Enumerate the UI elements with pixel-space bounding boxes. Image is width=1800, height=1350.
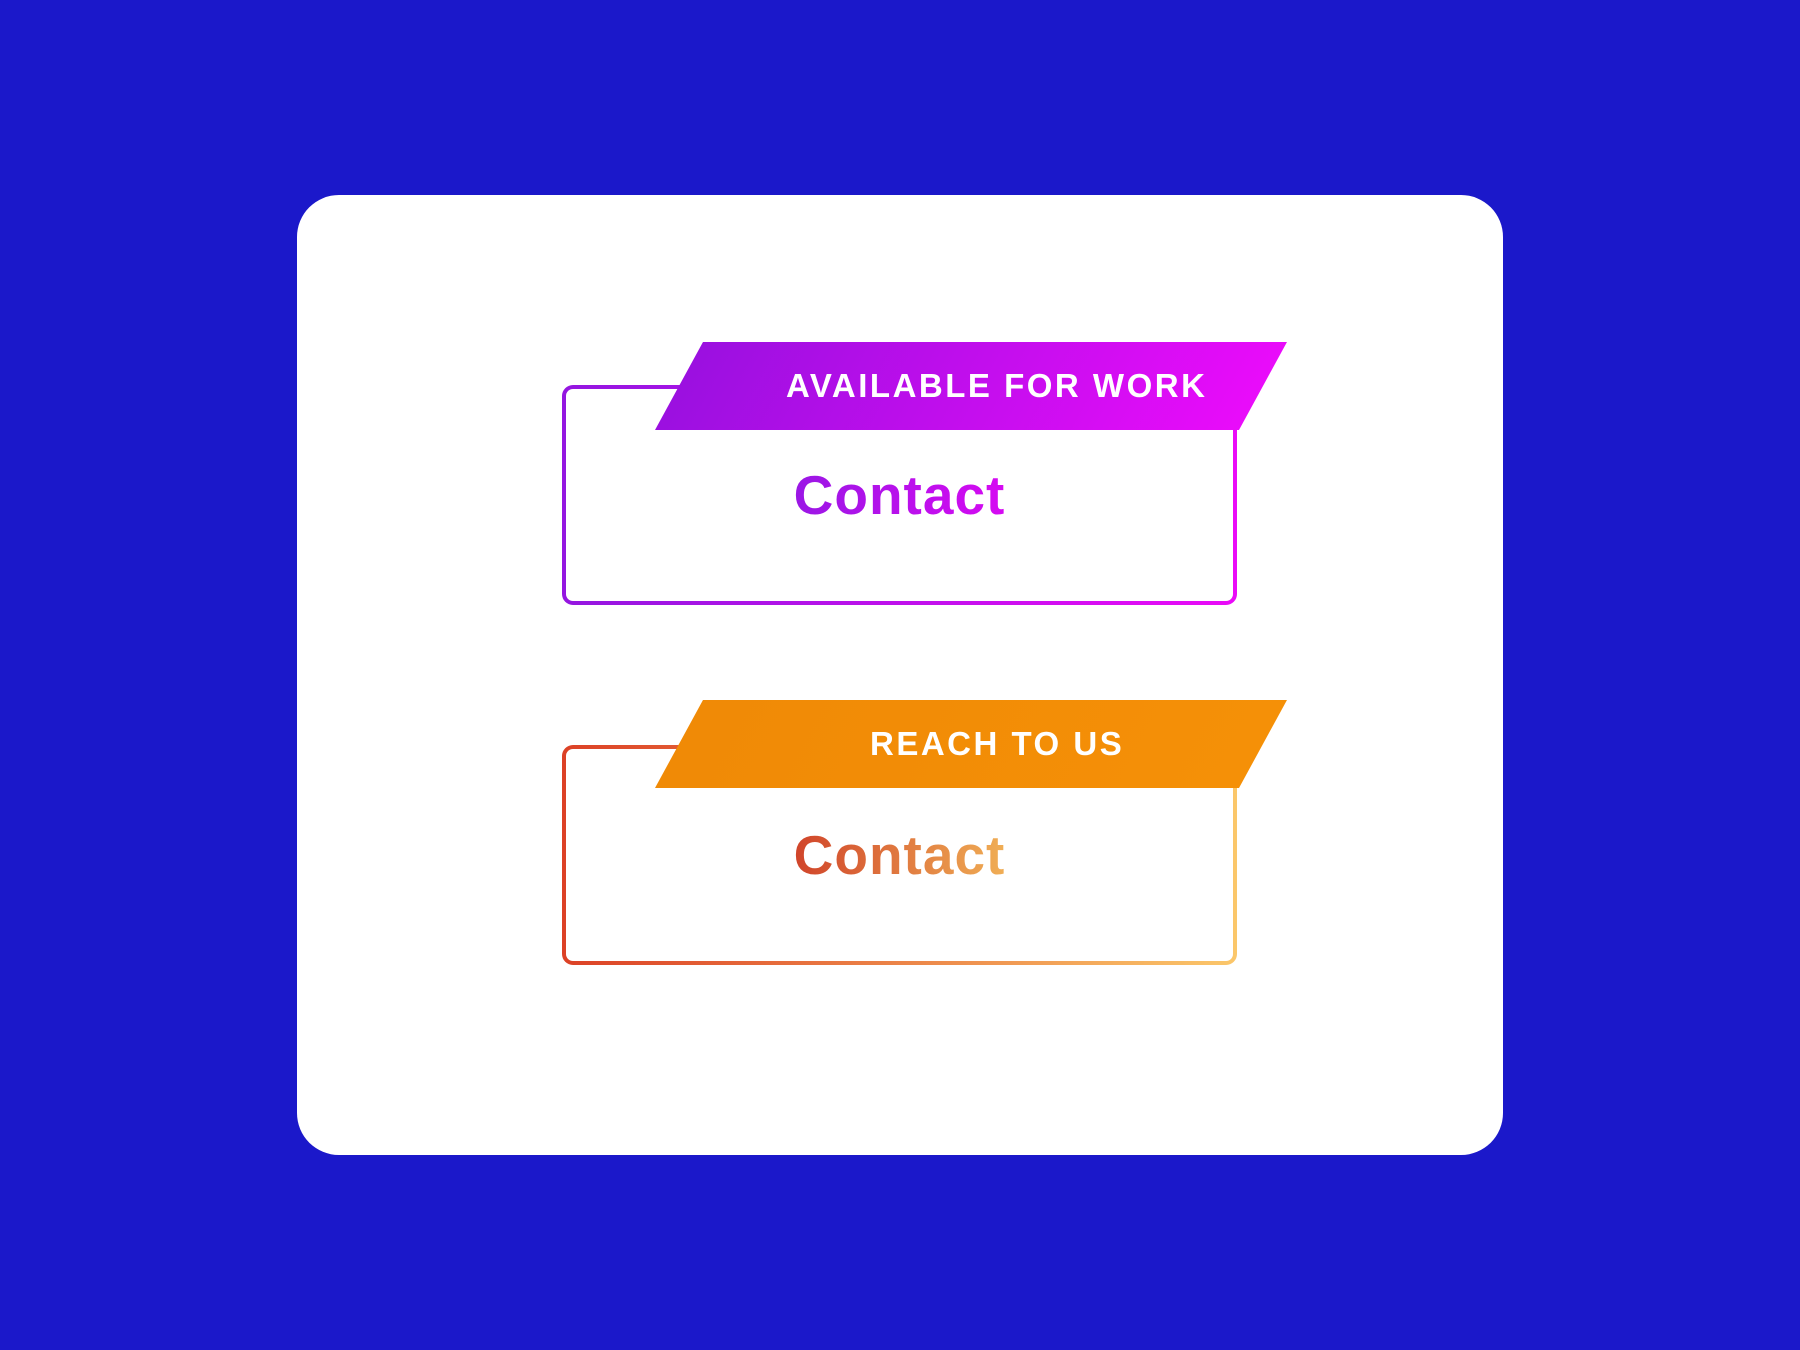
content-card: AVAILABLE FOR WORK Contact REACH TO US C…	[297, 195, 1503, 1155]
available-for-work-ribbon-label: AVAILABLE FOR WORK	[786, 367, 1208, 404]
reach-to-us-ribbon: REACH TO US	[655, 700, 1287, 788]
contact-button-orange-label: Contact	[793, 824, 1006, 886]
reach-to-us-ribbon-label: REACH TO US	[869, 725, 1125, 762]
contact-button-purple-label: Contact	[793, 464, 1006, 526]
available-for-work-ribbon: AVAILABLE FOR WORK	[655, 342, 1287, 430]
